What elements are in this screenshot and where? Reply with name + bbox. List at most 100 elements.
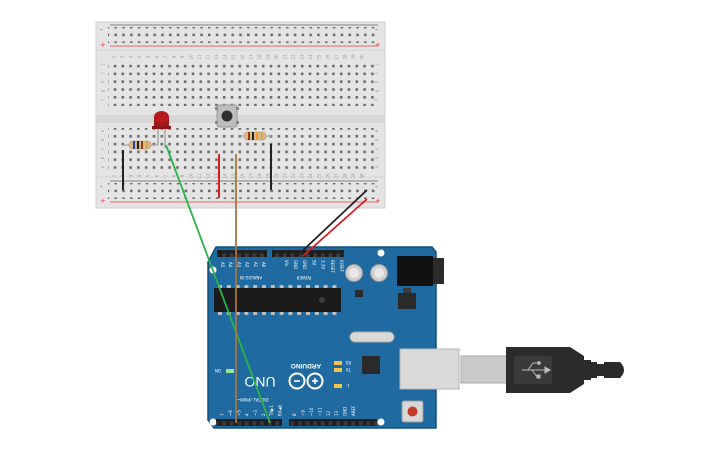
- top-power-rail[interactable]: - + - +: [100, 24, 381, 49]
- column-number: 27: [334, 54, 339, 60]
- column-number: 17: [248, 54, 253, 60]
- chip-pin: [270, 312, 275, 315]
- column-number: 4: [137, 174, 142, 177]
- rail-minus-label-right: -: [375, 26, 378, 34]
- push-button[interactable]: [215, 104, 239, 128]
- column-number: 19: [265, 54, 270, 60]
- column-number: 24: [308, 173, 313, 179]
- power-pin-label: GND: [302, 260, 307, 269]
- usb-port: [399, 348, 460, 390]
- svg-text:TX: TX: [346, 367, 352, 372]
- led-red[interactable]: [152, 111, 171, 148]
- column-number: 12: [206, 173, 211, 179]
- row-letter: a: [374, 165, 379, 168]
- row-letter: d: [100, 138, 105, 141]
- row-letter: h: [100, 80, 105, 83]
- usb-interface-chip: [362, 356, 380, 374]
- chip-pin: [279, 312, 284, 315]
- column-number: 7: [163, 55, 168, 58]
- row-letter: b: [374, 156, 379, 159]
- reset-button[interactable]: [401, 400, 424, 423]
- svg-text:RX: RX: [345, 360, 351, 365]
- chip-pin: [244, 285, 249, 288]
- rail-minus-label-bottom: -: [100, 183, 103, 191]
- column-number: 4: [137, 55, 142, 58]
- rail-plus-label-bottom-right: +: [375, 197, 381, 205]
- column-number: 20: [274, 173, 279, 179]
- resistor-right[interactable]: [238, 131, 272, 141]
- row-letter: d: [374, 138, 379, 141]
- column-number: 30: [359, 54, 364, 60]
- on-led: [226, 369, 234, 373]
- column-number: 26: [325, 173, 330, 179]
- column-number: 22: [291, 54, 296, 60]
- usb-cable[interactable]: [399, 347, 624, 393]
- row-letter: g: [374, 89, 379, 92]
- dc-power-jack[interactable]: [397, 256, 444, 286]
- digital-pin-label: 8: [292, 413, 297, 416]
- column-number: 25: [317, 173, 322, 179]
- row-letter: j: [374, 63, 379, 65]
- l-led: [334, 384, 342, 388]
- column-number: 5: [146, 174, 151, 177]
- chip-pin: [270, 285, 275, 288]
- digital-pin-label: 7: [220, 413, 225, 416]
- column-number: 13: [214, 173, 219, 179]
- row-letter: h: [374, 80, 379, 83]
- digital-pin-label: ~10: [309, 407, 314, 416]
- chip-pin: [314, 312, 319, 315]
- digital-pin-label: AREF: [351, 405, 356, 416]
- column-number: 30: [359, 173, 364, 179]
- chip-pin: [244, 312, 249, 315]
- voltage-regulator: [398, 293, 416, 309]
- tx-led: [334, 368, 342, 372]
- chip-pin: [262, 312, 266, 315]
- chip-pin: [262, 285, 266, 288]
- model-label: UNO: [244, 374, 275, 390]
- column-number: 15: [231, 173, 236, 179]
- chip-pin: [218, 285, 222, 288]
- wire-green[interactable]: [165, 144, 271, 424]
- digital-pin-label: 13: [334, 410, 339, 416]
- terminal-strip-lower[interactable]: [108, 128, 376, 174]
- column-number: 14: [223, 54, 228, 60]
- column-number: 9: [180, 174, 185, 177]
- wire-black[interactable]: [296, 189, 368, 257]
- resistor-left[interactable]: [122, 140, 158, 150]
- column-number: 29: [351, 54, 356, 60]
- digital-pin-label: ~6: [228, 410, 233, 416]
- digital-pin-label: GND: [343, 407, 348, 416]
- column-number: 16: [240, 54, 245, 60]
- row-letter: e: [100, 129, 105, 132]
- brand-label: ARDUINO: [291, 362, 321, 369]
- column-number: 21: [283, 173, 288, 179]
- terminal-strip-upper[interactable]: [108, 60, 376, 106]
- power-pin-label: IOREF: [339, 260, 344, 273]
- row-letter: c: [374, 147, 379, 150]
- row-letter: b: [100, 156, 105, 159]
- digital-pin-label: 12: [326, 410, 331, 416]
- column-number: 5: [146, 55, 151, 58]
- column-number: 11: [197, 173, 202, 179]
- mounting-hole: [377, 249, 385, 257]
- column-number: 18: [257, 54, 262, 60]
- analog-pin-label: A3: [236, 262, 241, 268]
- bottom-power-rail[interactable]: - + - +: [100, 180, 381, 205]
- wire-red[interactable]: [302, 198, 368, 257]
- column-number: 3: [129, 174, 134, 177]
- column-number: 11: [197, 54, 202, 60]
- chip-pin: [279, 285, 284, 288]
- power-pin-label: RESET: [330, 260, 335, 273]
- chip-pin: [323, 312, 328, 315]
- digital-pin-label: RX◀0: [277, 404, 282, 416]
- row-letter: j: [100, 63, 105, 65]
- column-number: 3: [129, 55, 134, 58]
- column-number: 1: [112, 174, 117, 177]
- row-letter: g: [100, 89, 105, 92]
